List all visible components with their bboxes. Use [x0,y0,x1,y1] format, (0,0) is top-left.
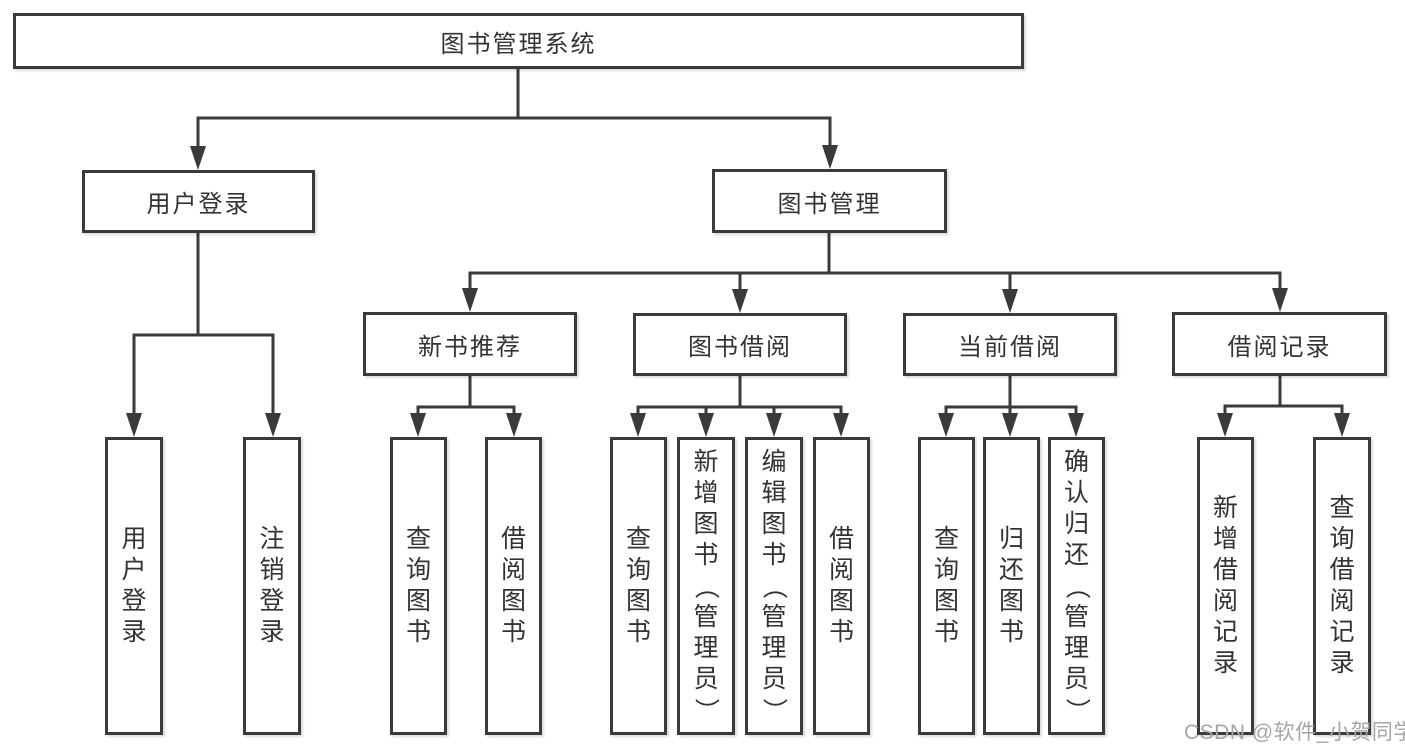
leaf-label: 确认归还（管理员） [1062,447,1091,723]
leaf-add-borrow-record: 新增借阅记录 [1197,437,1254,735]
leaf-label: 新增图书（管理员） [692,447,721,723]
leaf-logout: 注销登录 [243,437,301,735]
leaf-edit-book-admin: 编辑图书（管理员） [745,437,803,735]
node-borrow-records: 借阅记录 [1172,312,1387,376]
node-label: 新书推荐 [418,333,522,361]
node-label: 当前借阅 [958,334,1062,361]
node-book-borrowing: 图书借阅 [633,313,847,376]
node-library-management-system: 图书管理系统 [13,13,1024,69]
leaf-label: 归还图书 [998,525,1024,646]
node-current-borrowing: 当前借阅 [903,313,1117,376]
node-label: 图书借阅 [688,334,792,361]
leaf-label: 编辑图书（管理员） [760,447,789,723]
arrowheads [126,145,1350,437]
leaf-label: 借阅图书 [828,525,854,646]
leaf-label: 查询图书 [625,525,651,646]
leaf-query-borrow-record: 查询借阅记录 [1313,437,1371,735]
node-label: 借阅记录 [1227,333,1332,361]
leaf-query-books-current: 查询图书 [918,437,975,735]
leaf-label: 新增借阅记录 [1212,494,1238,677]
leaf-confirm-return-admin: 确认归还（管理员） [1048,437,1105,735]
leaf-label: 查询图书 [933,525,959,646]
leaf-query-books-borrowing: 查询图书 [610,437,667,735]
leaf-user-login: 用户登录 [105,437,163,735]
leaf-query-books-recommend: 查询图书 [390,437,447,735]
node-new-book-recommend: 新书推荐 [363,312,577,376]
node-user-login: 用户登录 [82,170,315,233]
leaf-borrow-books-recommend: 借阅图书 [485,437,542,735]
csdn-watermark: CSDN @软件_小贺同学 [1184,721,1405,744]
leaf-label: 查询借阅记录 [1329,494,1355,677]
leaf-add-book-admin: 新增图书（管理员） [677,437,735,735]
leaf-return-books: 归还图书 [983,437,1040,735]
node-book-management: 图书管理 [712,169,947,233]
leaf-label: 查询图书 [405,525,431,646]
node-label: 用户登录 [146,191,251,218]
leaf-label: 借阅图书 [500,525,526,646]
node-label: 图书管理系统 [440,30,597,58]
leaf-label: 注销登录 [259,525,285,646]
leaf-borrow-books-borrowing: 借阅图书 [813,437,870,735]
node-label: 图书管理 [777,190,882,218]
leaf-label: 用户登录 [121,525,147,646]
